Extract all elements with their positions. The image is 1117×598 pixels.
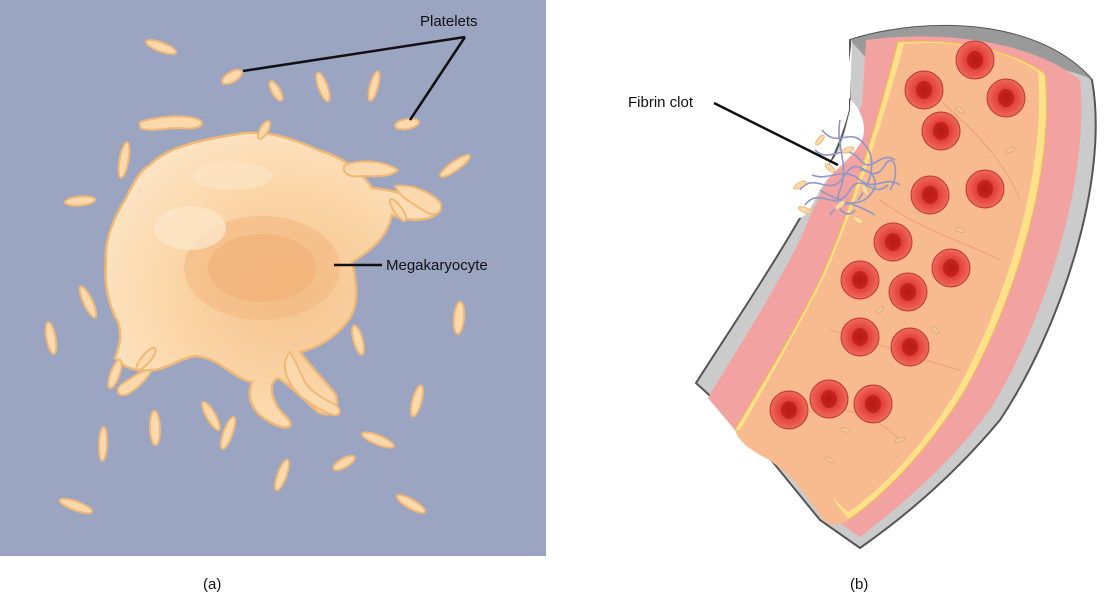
platelet [44,321,58,355]
platelet [78,285,98,319]
panel-b-caption: (b) [850,576,868,593]
megakaryocyte-cell [104,131,442,429]
platelet [388,198,408,222]
platelet [97,426,109,462]
platelet [219,415,237,451]
platelet [367,70,381,102]
platelet [144,39,178,55]
platelet [201,400,221,432]
platelet [107,358,123,390]
platelet [139,115,203,131]
platelet [393,184,442,216]
panel-b: Fibrin clot (b) [628,24,1097,593]
platelet [117,141,131,179]
platelet [268,80,284,102]
platelet [148,410,162,446]
fibrin-clot [799,119,901,216]
fibrin-leader-line [713,101,839,167]
platelet [135,346,157,372]
platelet [351,324,365,356]
platelet [409,384,425,418]
platelet [221,69,243,85]
platelet [64,195,96,207]
platelet [315,71,331,103]
platelets-label: Platelets [420,13,478,30]
platelet [342,160,400,178]
megakaryocyte-label: Megakaryocyte [386,257,488,274]
platelets [44,39,471,515]
platelet [394,117,420,131]
vessel-wound [790,38,865,218]
platelets-leader-lines [242,35,467,121]
platelet [439,154,471,178]
platelet [452,301,466,335]
platelet [58,497,94,515]
panel-a: Platelets Megakaryocyte (a) [0,0,546,593]
fibrin-clot-label: Fibrin clot [628,94,694,111]
platelet [274,458,290,492]
platelet [395,494,427,514]
platelet [332,454,356,472]
panel-a-caption: (a) [203,576,221,593]
platelet [361,431,395,449]
platelet [256,120,272,140]
